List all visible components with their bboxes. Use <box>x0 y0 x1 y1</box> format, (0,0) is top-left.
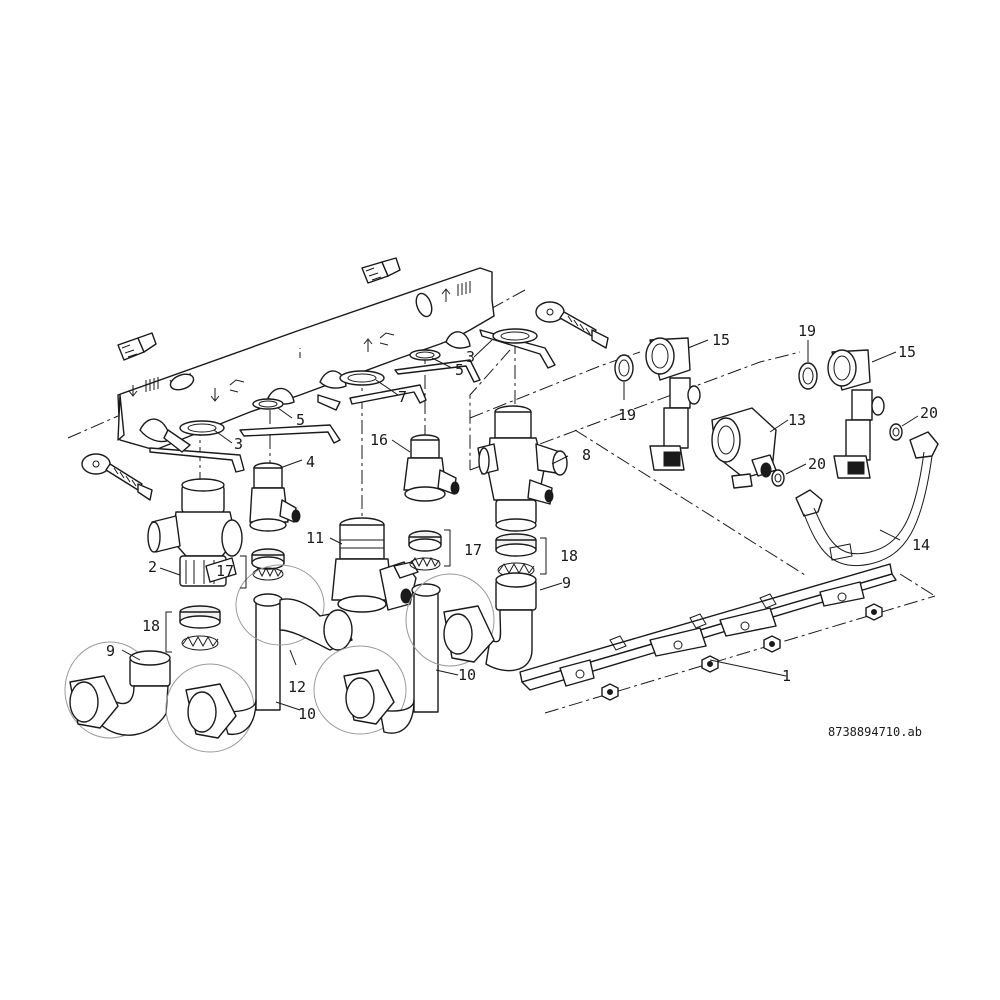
callout-15-right: 15 <box>898 343 916 361</box>
part-2-ball-valve <box>147 478 243 587</box>
wall-plug-left <box>117 332 157 361</box>
part-11-main-valve <box>331 517 419 613</box>
callout-19-right: 19 <box>798 322 816 340</box>
rail-screw <box>701 655 719 673</box>
callout-17-right: 17 <box>464 541 482 559</box>
wall-plug-top <box>361 257 401 284</box>
seal-ring-5-left <box>252 398 284 410</box>
callout-18-right: 18 <box>560 547 578 565</box>
callout-12: 12 <box>288 678 306 696</box>
rail-screws <box>601 603 883 701</box>
rail-screw <box>865 603 883 621</box>
rail-screw <box>601 683 619 701</box>
pipe-10-left <box>165 593 283 753</box>
part-8-valve-body <box>477 405 568 532</box>
callout-13: 13 <box>788 411 806 429</box>
rail-screw <box>763 635 781 653</box>
part-13-component <box>711 407 777 489</box>
callout-3-left: 3 <box>234 435 243 453</box>
part-20-oring-center <box>771 469 785 487</box>
seal-stack-18-left <box>179 605 221 651</box>
callout-5-right: 5 <box>455 361 464 379</box>
callout-19-left: 19 <box>618 406 636 424</box>
callout-8: 8 <box>582 446 591 464</box>
part-16-valve <box>403 434 460 502</box>
seal-ring-7 <box>339 370 385 386</box>
drawing-reference-code: 8738894710.ab <box>828 725 922 739</box>
part-19-washer-right <box>798 362 818 390</box>
callout-20-right: 20 <box>920 404 938 422</box>
part-15-elbow-right <box>827 349 885 479</box>
part-20-oring-right <box>889 423 903 441</box>
callout-2: 2 <box>148 558 157 576</box>
leader-lines <box>121 339 919 711</box>
callout-1: 1 <box>782 667 791 685</box>
seal-ring-5-right <box>409 349 441 361</box>
callout-5-left: 5 <box>296 411 305 429</box>
part-19-washer-left <box>614 354 634 382</box>
callout-9-right: 9 <box>562 574 571 592</box>
callout-10-left: 10 <box>298 705 316 723</box>
callout-10-center: 10 <box>458 666 476 684</box>
seal-stack-18-right <box>495 533 537 578</box>
callout-14: 14 <box>912 536 930 554</box>
wall-screw-right <box>535 301 609 349</box>
seal-ring-3-right <box>492 328 538 344</box>
callout-9-left: 9 <box>106 642 115 660</box>
callout-11: 11 <box>306 529 324 547</box>
part-4-fill-valve <box>249 462 301 532</box>
seal-stack-17-left <box>251 548 285 581</box>
pipe-12 <box>235 564 353 651</box>
part-15-elbow-left <box>645 337 701 471</box>
callout-4: 4 <box>306 453 315 471</box>
pipe-9-left <box>64 641 171 739</box>
seal-stack-17-right <box>408 530 442 571</box>
callout-20-center: 20 <box>808 455 826 473</box>
part-1-lower-rail <box>519 563 897 691</box>
callout-15-left: 15 <box>712 331 730 349</box>
pipe-9-right <box>405 572 537 672</box>
callout-18-left: 18 <box>142 617 160 635</box>
callout-16: 16 <box>370 431 388 449</box>
wall-screw-left <box>81 453 153 501</box>
callout-labels: 1 2 3 3 4 5 5 7 8 9 9 10 10 11 12 13 14 … <box>106 322 938 739</box>
seal-ring-3-left <box>179 420 225 436</box>
callout-17-left: 17 <box>216 562 234 580</box>
callout-7: 7 <box>398 388 407 406</box>
part-14-hose <box>795 431 939 566</box>
mounting-rail <box>117 267 556 473</box>
callout-3-right: 3 <box>466 348 475 366</box>
